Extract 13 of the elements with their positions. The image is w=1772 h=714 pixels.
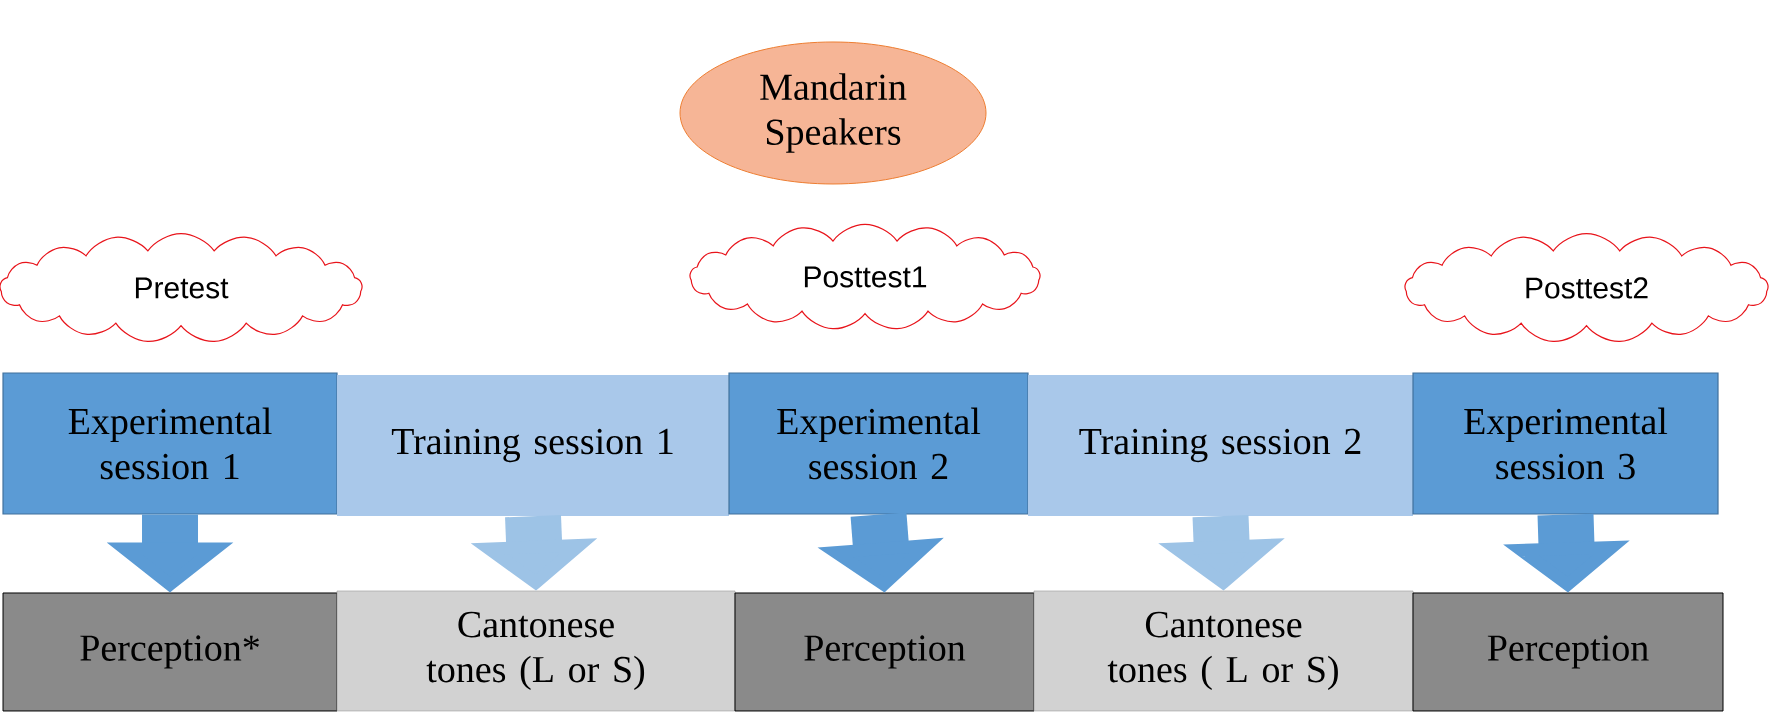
- task-box: Perception*: [2, 592, 338, 712]
- task-box: Cantonese tones (L or S): [336, 590, 736, 712]
- session-box: Experimental session 2: [728, 372, 1029, 515]
- task-box: Perception: [734, 592, 1035, 712]
- session-box: Training session 2: [1028, 375, 1413, 516]
- task-box: Perception: [1412, 592, 1724, 712]
- test-cloud: Posttest2: [1404, 233, 1769, 343]
- session-box: Experimental session 1: [2, 372, 338, 515]
- task-box: Cantonese tones ( L or S): [1033, 590, 1414, 712]
- test-cloud: Pretest: [0, 233, 363, 343]
- test-cloud: Posttest1: [689, 223, 1041, 330]
- session-box: Experimental session 3: [1412, 372, 1719, 515]
- session-box: Training session 1: [337, 375, 729, 516]
